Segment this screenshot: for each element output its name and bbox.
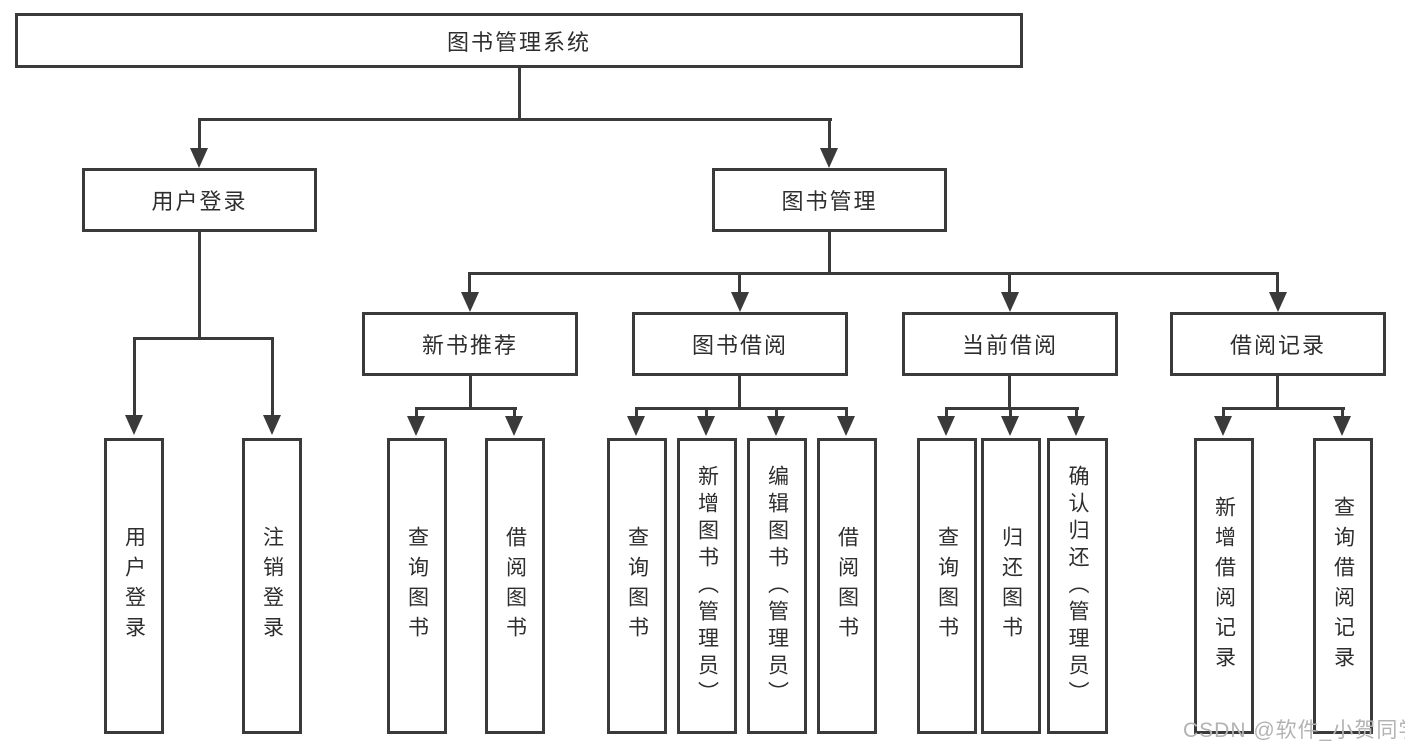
arrow-down-icon [1067,416,1085,436]
leaf-query-books: 查询图书 [917,438,977,734]
edge-leaf-stem [271,339,274,417]
arrow-down-icon [697,416,715,436]
arrow-down-icon [263,415,281,435]
edge-user-login-bar [133,337,274,340]
edge-leaf-stem [1009,409,1012,419]
arrow-down-icon [767,416,785,436]
edge-current-borrow-bar [945,407,1079,410]
edge-leaf-stem [775,409,778,419]
leaf-user-login: 用户登录 [104,438,164,734]
edge-borrow-record-down [1276,376,1279,407]
arrow-down-icon [820,148,838,168]
arrow-down-icon [937,416,955,436]
node-root-library-system: 图书管理系统 [15,13,1023,68]
edge-leaf-stem [513,409,516,419]
leaf-query-books: 查询图书 [607,438,667,734]
arrow-down-icon [1001,416,1019,436]
edge-book-management-stem [828,120,831,152]
leaf-borrow-books: 借阅图书 [485,438,545,734]
leaf-logout: 注销登录 [242,438,302,734]
arrow-down-icon [505,416,523,436]
arrow-down-icon [1214,416,1232,436]
arrow-down-icon [461,292,479,312]
edge-branch-stem [1008,274,1011,294]
node-user-login: 用户登录 [82,168,317,232]
node-book-management: 图书管理 [712,168,947,232]
edge-leaf-stem [415,409,418,419]
leaf-edit-books-admin: 编辑图书（管理员） [747,438,807,734]
arrow-down-icon [407,416,425,436]
edge-branch-stem [468,274,471,294]
leaf-query-books: 查询图书 [387,438,447,734]
edge-root-stem [518,68,521,118]
arrow-down-icon [1001,292,1019,312]
edge-user-login-down [198,232,201,337]
edge-leaf-stem [1341,409,1344,419]
edge-leaf-stem [845,409,848,419]
edge-borrow-record-bar [1222,407,1345,410]
leaf-query-borrow-record: 查询借阅记录 [1313,438,1373,734]
arrow-down-icon [837,416,855,436]
edge-leaf-stem [1075,409,1078,419]
edge-leaf-stem [1222,409,1225,419]
edge-leaf-stem [635,409,638,419]
leaf-add-books-admin: 新增图书（管理员） [677,438,737,734]
node-borrow-record: 借阅记录 [1170,312,1386,376]
leaf-confirm-return-admin: 确认归还（管理员） [1047,438,1108,734]
edge-branch-stem [1276,274,1279,294]
arrow-down-icon [731,292,749,312]
leaf-add-borrow-record: 新增借阅记录 [1194,438,1254,734]
edge-leaf-stem [705,409,708,419]
edge-user-login-stem [198,120,201,152]
edge-current-borrow-down [1008,376,1011,407]
node-book-borrow: 图书借阅 [632,312,848,376]
arrow-down-icon [627,416,645,436]
edge-new-book-down [469,376,472,407]
leaf-borrow-books: 借阅图书 [817,438,877,734]
edge-leaf-stem [133,339,136,417]
edge-book-borrow-bar [635,407,848,410]
edge-book-management-down [828,232,831,272]
edge-book-management-bar [468,272,1279,275]
csdn-watermark: CSDN @软件_小贺同学 [1183,719,1405,742]
arrow-down-icon [125,415,143,435]
edge-branch-stem [738,274,741,294]
edge-book-borrow-down [738,376,741,407]
arrow-down-icon [1333,416,1351,436]
leaf-return-books: 归还图书 [981,438,1041,734]
edge-new-book-bar [415,407,517,410]
arrow-down-icon [1269,292,1287,312]
edge-leaf-stem [945,409,948,419]
arrow-down-icon [190,148,208,168]
node-current-borrow: 当前借阅 [902,312,1118,376]
node-new-book-recommend: 新书推荐 [362,312,578,376]
edge-root-bar [198,118,832,121]
